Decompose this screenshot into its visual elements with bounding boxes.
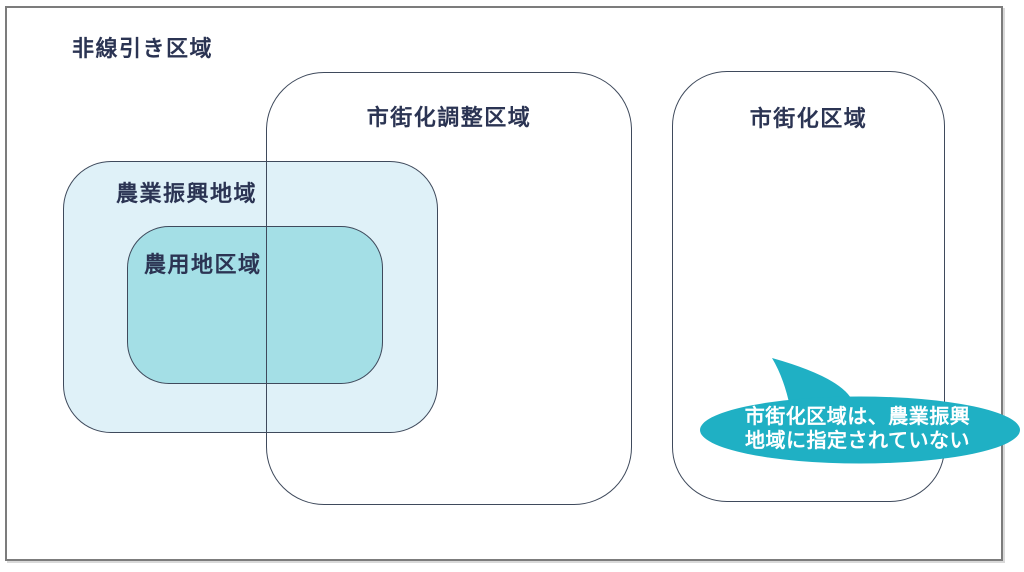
agricultural-promotion-area-label: 農業振興地域 [116,182,258,207]
callout-bubble: 市街化区域は、農業振興 地域に指定されていない [695,350,1024,470]
callout-tail-icon [772,358,853,407]
urbanization-area-box: 市街化区域 [672,71,945,502]
callout-line-1: 市街化区域は、農業振興 [744,404,971,428]
urbanization-control-area-box: 市街化調整区域 [266,72,632,505]
urbanization-control-area-label: 市街化調整区域 [366,106,532,131]
agricultural-land-zone-box: 農用地区域 [127,226,383,384]
agricultural-land-zone-label: 農用地区域 [144,253,262,278]
non-delineated-area-label: 非線引き区域 [72,37,214,62]
callout-text: 市街化区域は、農業振興 地域に指定されていない [695,404,1020,452]
urbanization-area-label: 市街化区域 [749,107,868,132]
callout-line-2: 地域に指定されていない [745,428,970,452]
callout-ellipse [700,396,1020,464]
callout-bubble-shape [700,358,1020,464]
